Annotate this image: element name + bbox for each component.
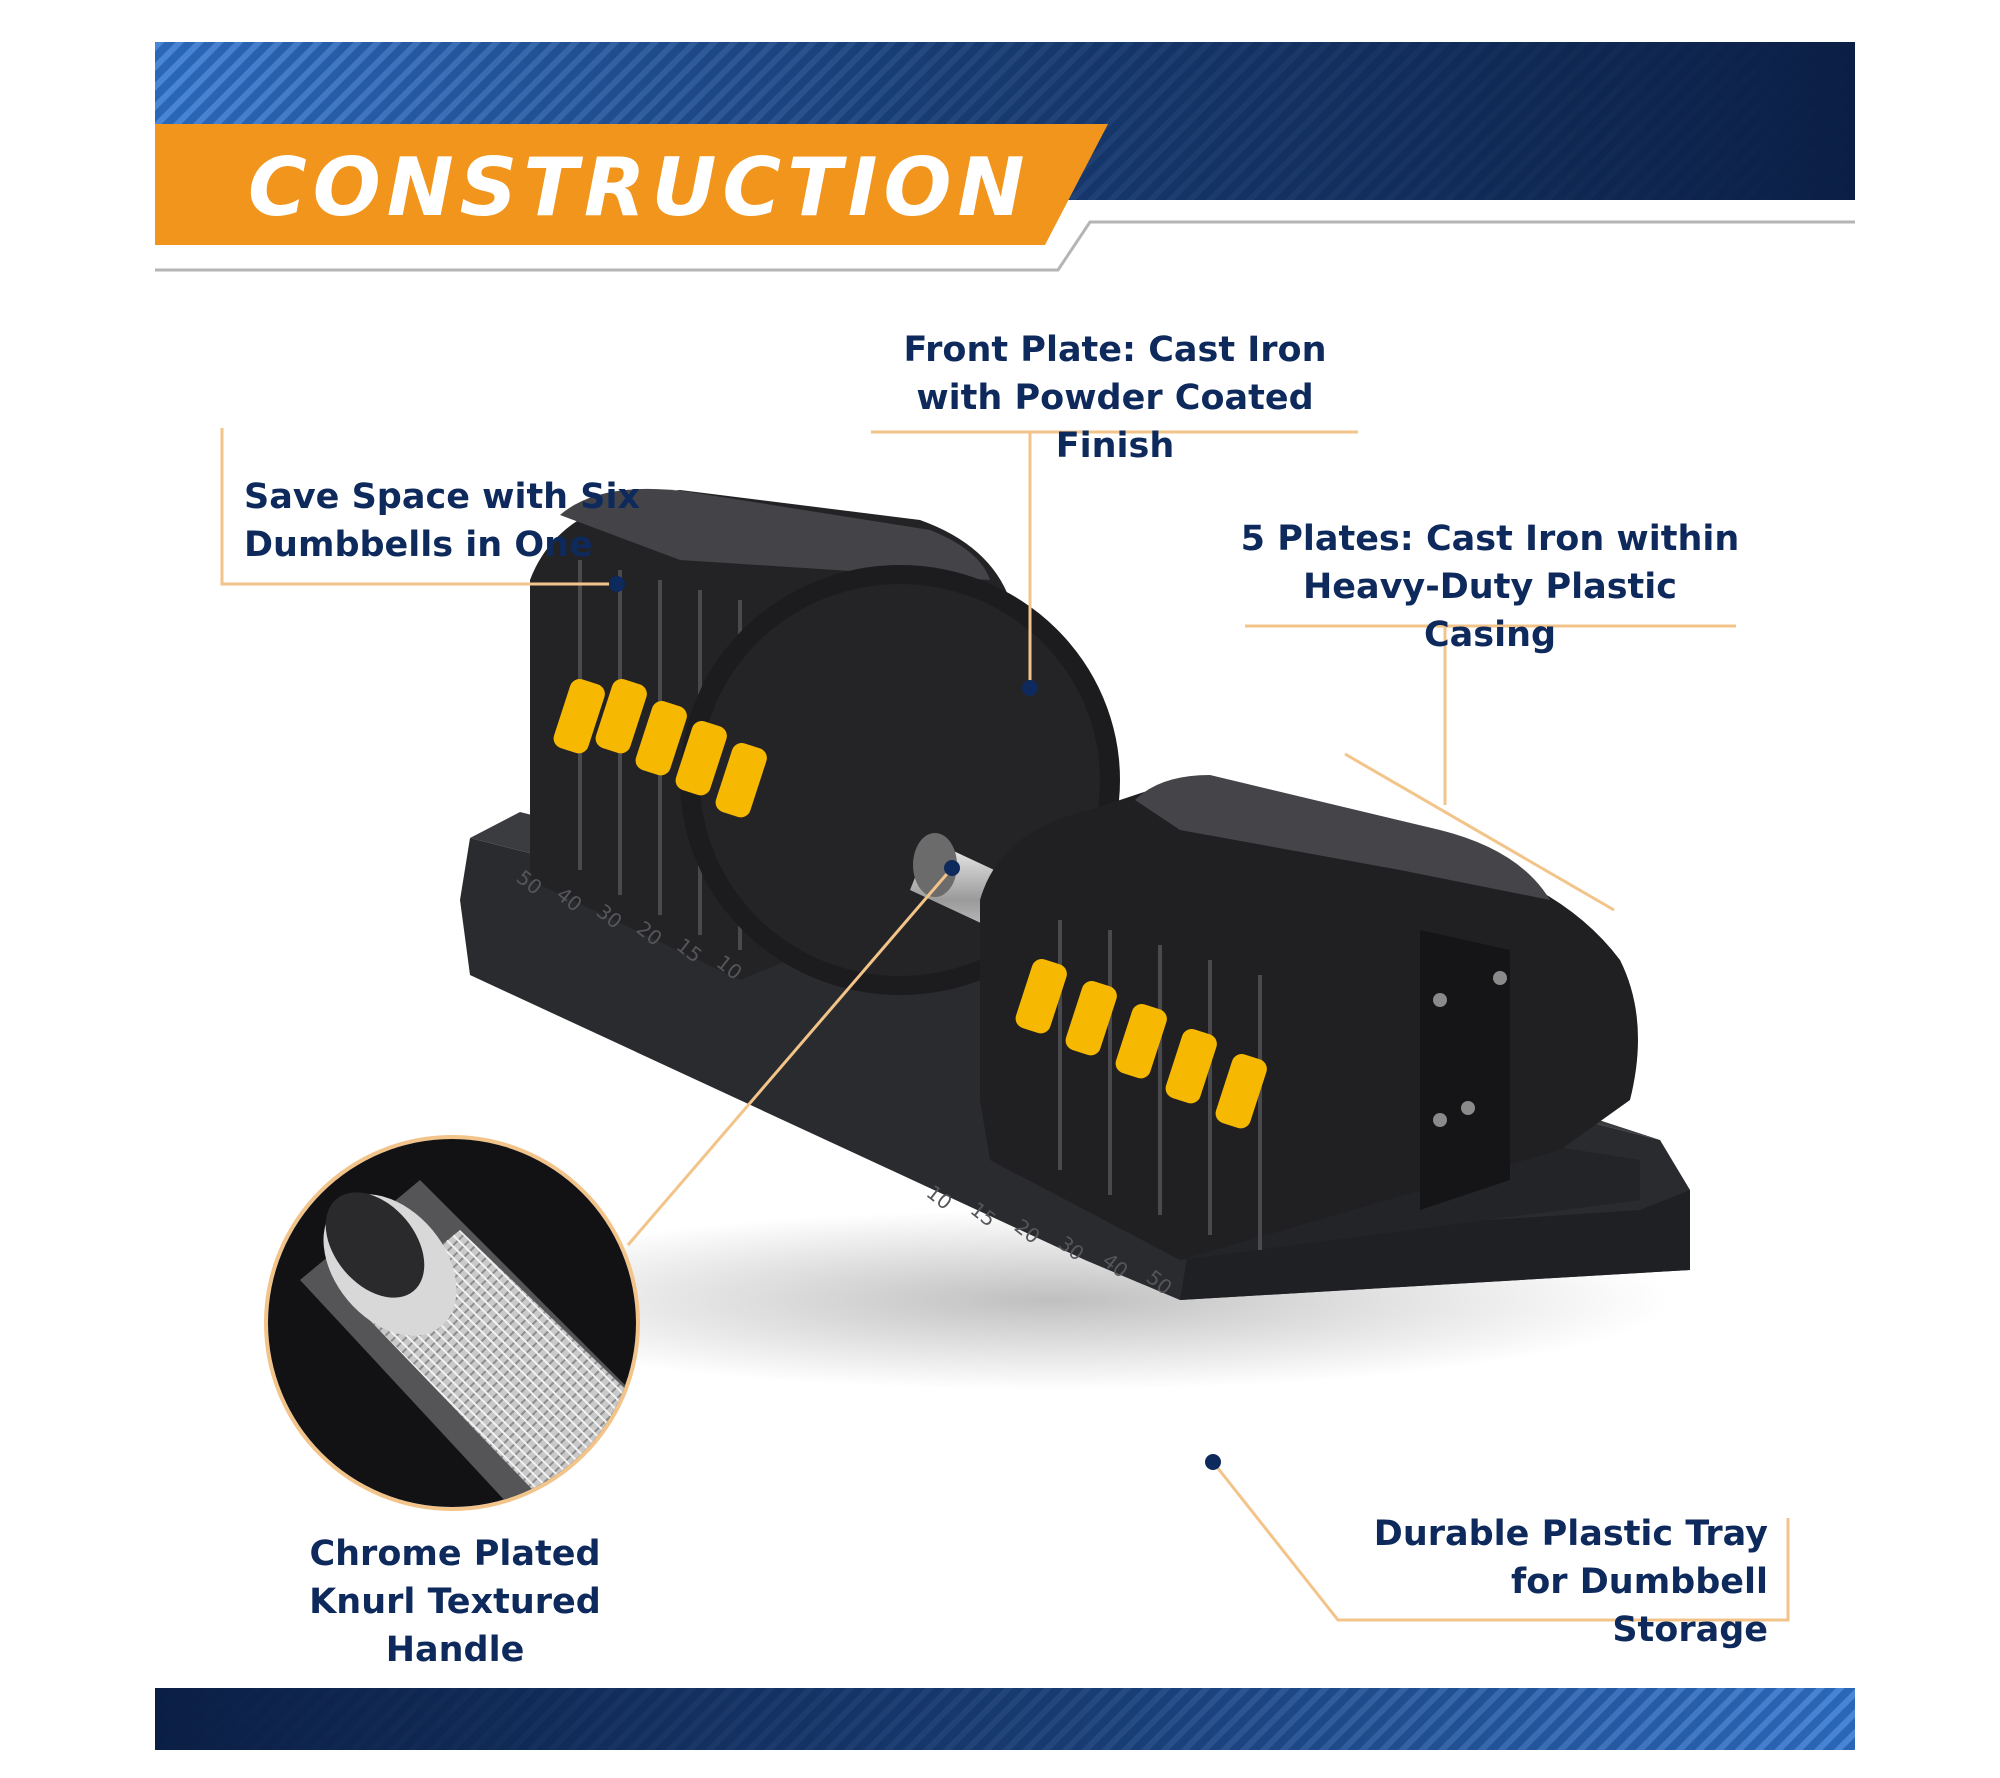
callout-plates-line2: Heavy-Duty Plastic Casing: [1302, 567, 1678, 655]
handle-detail-circle: [264, 1135, 640, 1511]
callout-plates-line1: 5 Plates: Cast Iron within: [1240, 519, 1740, 559]
callout-handle-line2: Knurl Textured Handle: [309, 1582, 601, 1670]
title-plate: [155, 124, 1108, 245]
weight-selector-knob: [1115, 1003, 1167, 1079]
callout-handle-line1: Chrome Plated: [309, 1534, 601, 1574]
callout-save-space: Save Space with Six Dumbbells in One: [244, 473, 664, 569]
header-banner: [155, 42, 1855, 272]
selector-group: [553, 678, 1267, 1129]
leader-lines: [220, 428, 1790, 1622]
front-plate-dot: [1022, 680, 1038, 696]
callout-save-space-line1: Save Space with Six: [244, 477, 641, 517]
callout-front-plate-line1: Front Plate: Cast Iron: [903, 330, 1327, 370]
weight-selector-knob: [675, 720, 727, 796]
callout-save-space-line2: Dumbbells in One: [244, 525, 593, 565]
weight-selector-knob: [1215, 1053, 1267, 1129]
callout-tray-line2: for Dumbbell Storage: [1511, 1562, 1768, 1650]
tray-dot: [1205, 1454, 1221, 1470]
handle-dot: [944, 860, 960, 876]
weight-selector-knob: [595, 678, 647, 754]
page-title: CONSTRUCTION: [248, 141, 1031, 234]
weight-selector-knob: [1165, 1028, 1217, 1104]
weight-selector-knob: [635, 700, 687, 776]
callout-front-plate: Front Plate: Cast Iron with Powder Coate…: [880, 326, 1350, 470]
weight-selector-knob: [1015, 958, 1067, 1034]
callout-front-plate-line2: with Powder Coated Finish: [916, 378, 1314, 466]
weight-selector-knob: [1065, 980, 1117, 1056]
weight-selector-knob: [715, 742, 767, 818]
weight-selector-knob: [553, 678, 605, 754]
right-plate-stack: [980, 775, 1638, 1260]
callout-handle: Chrome Plated Knurl Textured Handle: [255, 1530, 655, 1674]
callout-dots: [609, 576, 1221, 1470]
callout-tray: Durable Plastic Tray for Dumbbell Storag…: [1350, 1510, 1768, 1654]
save-space-dot: [609, 576, 625, 592]
callout-tray-line1: Durable Plastic Tray: [1373, 1514, 1768, 1554]
footer-banner: [155, 1688, 1855, 1750]
callout-plates: 5 Plates: Cast Iron within Heavy-Duty Pl…: [1240, 515, 1740, 659]
